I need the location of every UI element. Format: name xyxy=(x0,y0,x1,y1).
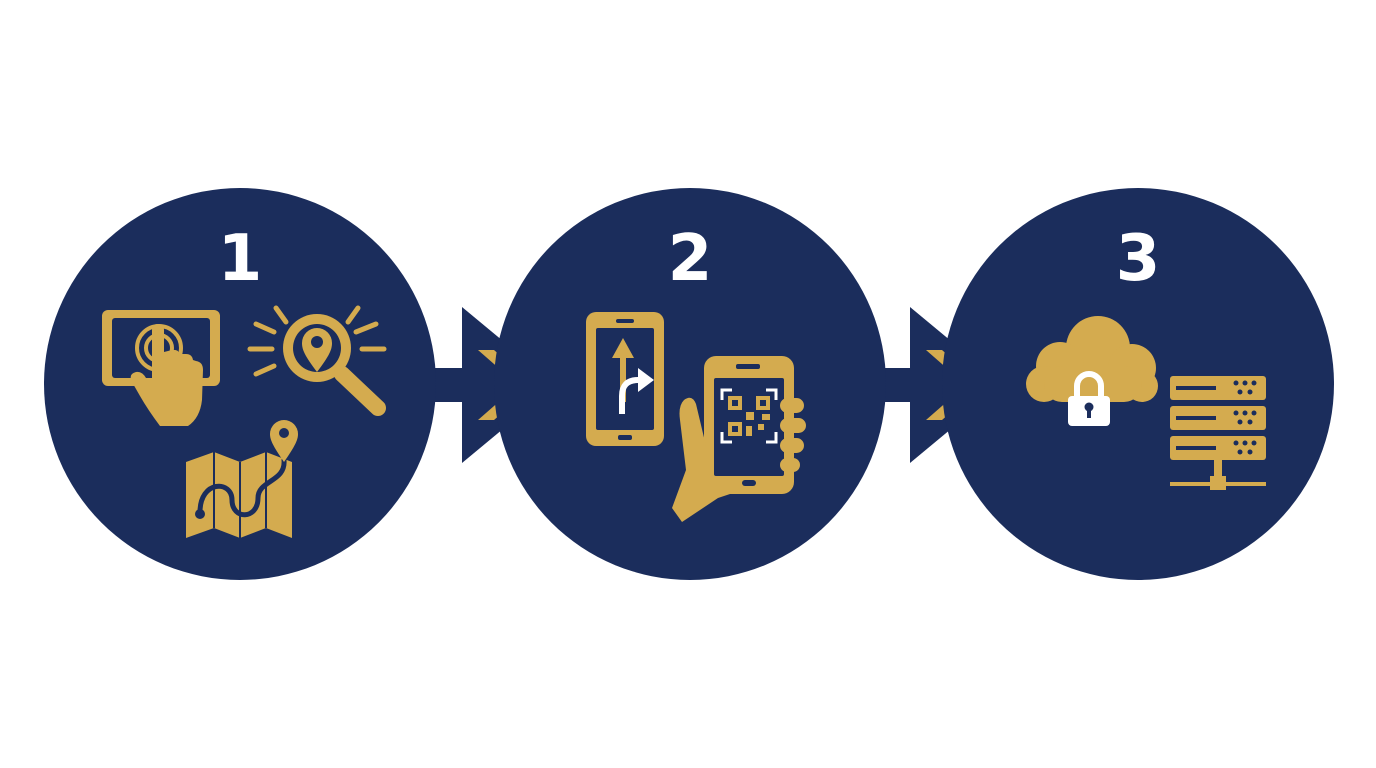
step-number: 2 xyxy=(668,222,713,296)
step-2: 2 xyxy=(494,188,886,580)
qr-scan-phone-icon xyxy=(672,356,806,522)
cloud-lock-icon xyxy=(1026,316,1158,426)
step-1: 1 xyxy=(44,188,436,580)
step-number: 3 xyxy=(1116,222,1161,296)
location-search-icon xyxy=(247,305,387,416)
smartphone-navigation-icon xyxy=(586,312,664,446)
step-number: 1 xyxy=(218,222,263,296)
touchscreen-tap-icon xyxy=(102,310,220,426)
route-map-icon xyxy=(186,420,298,538)
server-network-icon xyxy=(1170,376,1266,490)
step-3: 3 xyxy=(942,188,1334,580)
